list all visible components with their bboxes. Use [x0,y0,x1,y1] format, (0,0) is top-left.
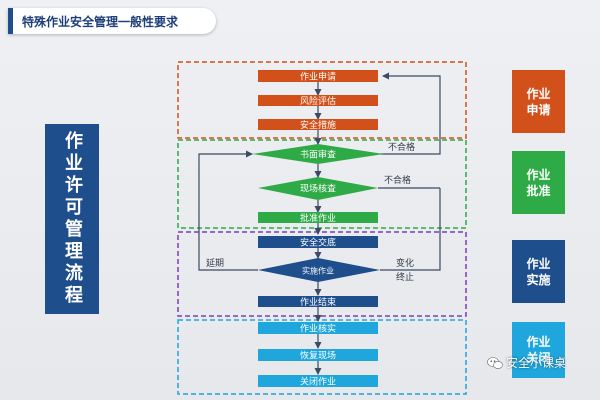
step-restore-text: 恢复现场 [300,350,336,362]
step-end-text: 作业结束 [300,296,336,308]
side-box-approve: 作业批准 [512,151,565,214]
step-measures-box [258,119,378,130]
title-bar: 特殊作业安全管理一般性要求 [8,8,216,34]
side-box-implement-label: 作业实施 [526,256,551,287]
step-verify-text: 作业核实 [300,323,336,335]
decision-implement-text: 实施作业 [302,266,334,276]
decision-written-review-text: 书面审查 [300,149,336,161]
phase-frame-implement [177,231,467,317]
decision-site-check-text: 现场核查 [300,183,336,195]
left-vertical-label: 作业许可管理流程 [45,124,99,314]
side-box-apply-label: 作业申请 [526,86,551,117]
step-end-box [258,296,378,307]
phase-frame-close [177,319,467,395]
step-apply-box [258,70,378,82]
connectors [198,72,441,375]
phase-frame-approve [177,139,467,229]
step-briefing-text: 安全交底 [300,237,336,249]
step-risk-text: 风险评估 [300,95,336,107]
step-close-box [258,375,378,387]
side-box-close: 作业关闭 [512,322,565,378]
phase-frame-apply [177,61,467,139]
edge-label-extend: 延期 [206,257,224,269]
side-box-apply: 作业申请 [512,70,565,133]
side-box-implement: 作业实施 [512,240,565,303]
edge-label-change: 变化 [396,257,414,269]
decision-written-review-shape [252,144,384,164]
side-box-approve-label: 作业批准 [526,167,551,198]
step-risk-box [258,95,378,106]
step-approve-text: 批准作业 [300,212,336,224]
wechat-icon [487,356,503,369]
watermark: 安全小课桌 [487,354,566,371]
step-measures-text: 安全措施 [300,119,336,131]
side-box-close-label: 作业关闭 [526,335,551,365]
step-approve-box [258,212,378,223]
watermark-text: 安全小课桌 [506,356,567,370]
decision-site-check-shape [258,177,378,200]
decision-implement-shape [258,258,380,282]
step-restore-box [258,349,378,361]
edge-label-fail-1: 不合格 [388,141,415,153]
step-verify-box [258,322,378,334]
step-briefing-box [258,236,378,248]
page-title: 特殊作业安全管理一般性要求 [22,15,179,29]
step-apply-text: 作业申请 [300,71,336,83]
step-close-text: 关闭作业 [300,376,336,388]
edge-label-terminate: 终止 [396,271,414,283]
edge-label-fail-2: 不合格 [384,174,411,186]
